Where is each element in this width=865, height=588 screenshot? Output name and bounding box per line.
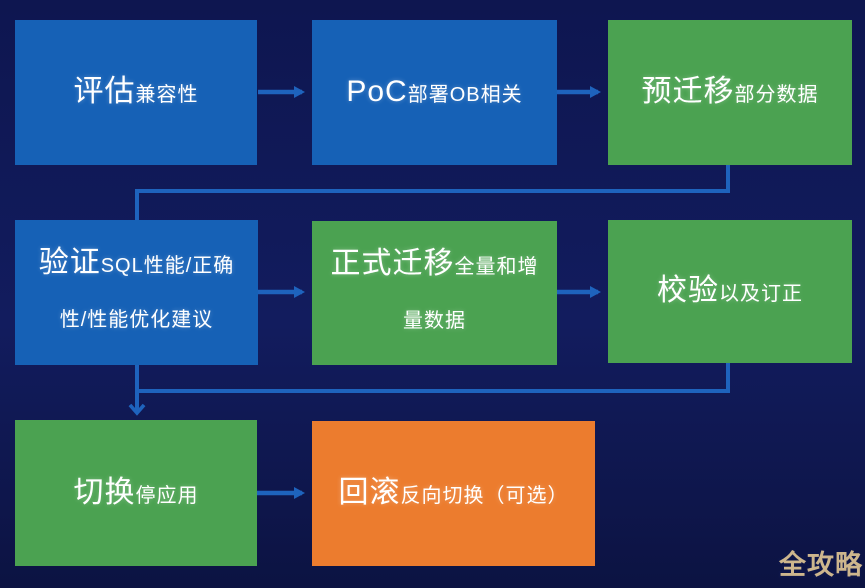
step-label: 切换停应用 [74,470,199,517]
step-title: 切换 [73,475,136,509]
step-title: 回滚 [338,476,401,510]
step-title: PoC [346,75,408,109]
step-box-evaluate: 评估兼容性 [15,20,257,165]
step-subtitle: 部署OB相关 [407,84,523,107]
elbow-check-to-switch [128,363,730,416]
step-subtitle: 全量和增量数据 [403,255,539,332]
step-label: 评估兼容性 [74,69,199,116]
step-box-verify: 验证SQL性能/正确性/性能优化建议 [15,220,258,365]
step-box-switch-over: 切换停应用 [15,420,257,566]
step-label: 验证SQL性能/正确性/性能优化建议 [27,237,246,348]
step-label: 校验以及订正 [657,268,803,315]
watermark: 全攻略 [779,550,863,580]
step-box-poc-deploy: PoC部署OB相关 [312,20,557,165]
step-title: 评估 [73,75,136,109]
step-box-rollback: 回滚反向切换（可选） [312,421,595,566]
step-label: PoC部署OB相关 [346,69,522,116]
step-subtitle: 反向切换（可选） [400,485,569,508]
step-subtitle: 以及订正 [719,283,803,306]
step-subtitle: 停应用 [135,484,199,507]
step-box-pre-migrate: 预迁移部分数据 [608,20,852,165]
step-title: 预迁移 [641,75,735,109]
step-label: 正式迁移全量和增量数据 [324,238,545,349]
step-subtitle: SQL性能/正确性/性能优化建议 [59,255,235,331]
step-label: 回滚反向切换（可选） [339,470,569,517]
step-box-check-correct: 校验以及订正 [608,220,852,363]
step-title: 正式迁移 [330,246,455,280]
step-title: 验证 [38,246,101,279]
step-subtitle: 部分数据 [734,84,819,107]
step-box-formal-migrate: 正式迁移全量和增量数据 [312,221,557,365]
step-subtitle: 兼容性 [135,84,199,107]
step-label: 预迁移部分数据 [642,69,819,116]
step-title: 校验 [657,274,719,308]
